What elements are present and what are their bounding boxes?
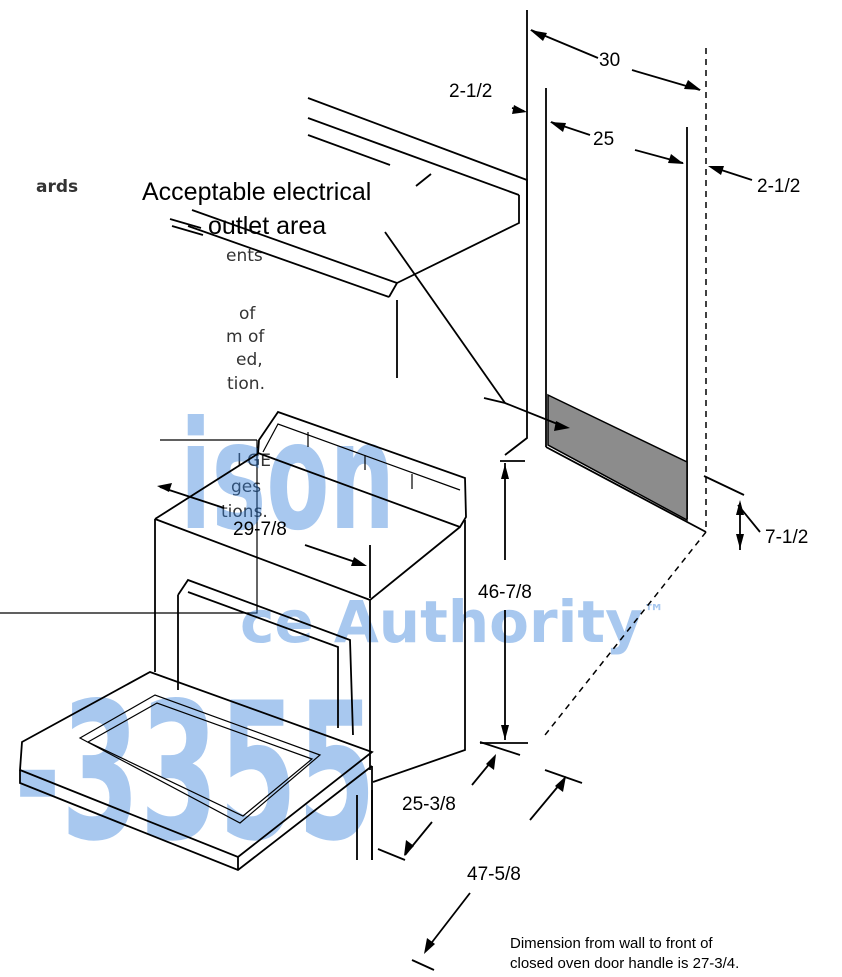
outlet-area-shade bbox=[547, 393, 688, 522]
dim-right-offset: 2-1/2 bbox=[757, 176, 800, 197]
cropped-side-text: ards ents of m of ed, tion. l GE ges tio… bbox=[36, 177, 271, 522]
side-fragment: ards bbox=[36, 177, 78, 197]
outlet-label-line1: Acceptable electrical bbox=[142, 178, 371, 206]
wall-and-cutout bbox=[504, 10, 707, 736]
side-fragment: ents bbox=[226, 246, 263, 266]
watermark-line2: ce Authority™ bbox=[240, 588, 665, 656]
note-box-border bbox=[0, 439, 258, 614]
dim-depth-open: 47-5/8 bbox=[467, 864, 521, 885]
outlet-label-line2: outlet area bbox=[208, 212, 326, 240]
side-fragment: of bbox=[239, 304, 256, 324]
side-fragment: tion. bbox=[227, 374, 265, 394]
dim-range-height: 46-7/8 bbox=[478, 582, 532, 603]
side-fragment: tions. bbox=[221, 502, 268, 522]
watermark-line2-text: ce Authority bbox=[240, 588, 643, 656]
side-fragment: l GE bbox=[237, 451, 271, 471]
watermark-trademark: ™ bbox=[643, 601, 665, 626]
side-fragment: ed, bbox=[236, 350, 263, 370]
range-appliance bbox=[19, 410, 467, 872]
side-fragment: m of bbox=[226, 327, 265, 347]
watermark-line1: ison bbox=[180, 390, 395, 564]
dim-outlet-height: 7-1/2 bbox=[765, 527, 808, 548]
dimension-lines bbox=[157, 29, 761, 971]
dim-left-offset: 2-1/2 bbox=[449, 81, 492, 102]
watermark: ison ce Authority™ -3355 bbox=[14, 390, 665, 883]
note-line2: closed oven door handle is 27-3/4. bbox=[510, 955, 739, 972]
note-line1: Dimension from wall to front of bbox=[510, 935, 713, 952]
dim-total-width: 30 bbox=[599, 50, 620, 71]
diagram-labels: Acceptable electrical outlet area 30 2-1… bbox=[142, 50, 808, 972]
side-fragment: ges bbox=[231, 477, 261, 497]
watermark-line3: -3355 bbox=[14, 662, 376, 883]
dim-range-width: 29-7/8 bbox=[233, 519, 287, 540]
dim-outlet-width: 25 bbox=[593, 129, 614, 150]
dim-depth-closed: 25-3/8 bbox=[402, 794, 456, 815]
